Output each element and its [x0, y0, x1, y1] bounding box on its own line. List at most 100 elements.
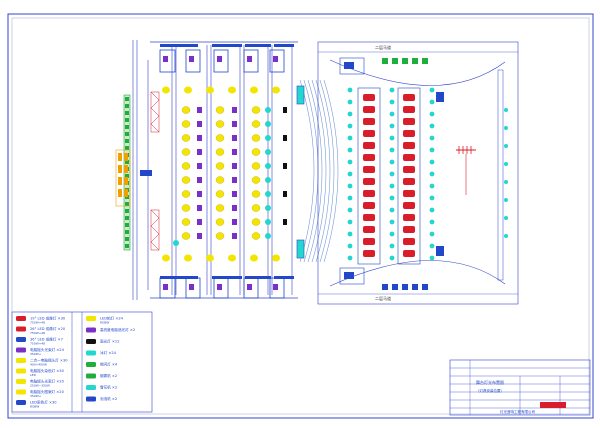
strobe-fixture: [422, 58, 428, 64]
led-fixture: [265, 135, 271, 141]
profile-spot-fixture: [403, 154, 415, 161]
beam-fixture: [232, 233, 237, 239]
ice-light-fixture: [347, 147, 353, 153]
beam-fixture: [197, 219, 202, 225]
beam-fixture: [232, 135, 237, 141]
moving-head-fixture: [228, 254, 236, 262]
profile-spot-fixture: [363, 190, 375, 197]
ice-light-fixture: [347, 243, 353, 249]
ice-light-fixture: [429, 243, 435, 249]
moving-head-fixture: [215, 232, 225, 240]
yellow-fixture-icon: [16, 368, 26, 374]
ice-light-fixture: [347, 87, 353, 93]
ice-light-fixture: [347, 171, 353, 177]
strobe-fixture: [125, 174, 129, 178]
profile-spot-fixture: [403, 166, 415, 173]
legend-label: LED染色灯 ×30: [30, 400, 57, 405]
profile-spot-fixture: [403, 202, 415, 209]
beam-fixture: [197, 205, 202, 211]
beam-fixture: [232, 219, 237, 225]
legend-label: 电脑摇头光束灯 ×24: [30, 347, 65, 352]
moving-head-fixture: [215, 120, 225, 128]
ice-light-fixture: [504, 180, 508, 184]
purple-fixture-icon: [16, 347, 26, 353]
ice-light-fixture: [429, 87, 435, 93]
profile-spot-fixture: [363, 178, 375, 185]
face-light-fixture: [283, 135, 287, 141]
moving-head-fixture: [251, 190, 261, 198]
legend-sublabel: RGBW: [30, 405, 39, 409]
legend-label: 频闪灯 ×4: [100, 362, 118, 367]
beam-fixture: [232, 149, 237, 155]
legend-sublabel: 350W+: [30, 352, 42, 356]
ice-light-fixture: [504, 126, 508, 130]
legend-label: 电脑摇头光束灯 ×20: [30, 379, 65, 384]
legend-sublabel: 750W+48: [30, 331, 45, 335]
project-title: 舞台灯光布置图: [476, 379, 504, 385]
ice-light-fixture: [347, 159, 353, 165]
led-fixture: [265, 163, 271, 169]
strobe-fixture: [125, 230, 129, 234]
face-light-fixture: [283, 163, 287, 169]
legend-sublabel: 250W~350W: [30, 384, 50, 388]
ice-light-fixture: [429, 255, 435, 261]
profile-spot-fixture: [403, 238, 415, 245]
beam-fixture: [197, 107, 202, 113]
legend-label: 面光灯 ×12: [100, 339, 120, 344]
purple-fixture-icon: [86, 327, 96, 333]
face-light-fixture: [283, 191, 287, 197]
ice-light-fixture: [389, 99, 395, 105]
strobe-fixture: [392, 58, 398, 64]
company-name: 灯光音响工程有限公司: [500, 409, 535, 414]
bottom-walkway-label: 二层马道: [375, 295, 391, 301]
moving-head-fixture: [215, 218, 225, 226]
strobe-fixture: [125, 223, 129, 227]
follow-spot-fixture: [436, 246, 444, 256]
ice-light-fixture: [429, 111, 435, 117]
moving-head-fixture: [181, 190, 191, 198]
ice-light-fixture: [429, 99, 435, 105]
ice-light-fixture: [429, 183, 435, 189]
ice-light-fixture: [429, 195, 435, 201]
strobe-fixture: [125, 111, 129, 115]
moving-head-fixture: [251, 204, 261, 212]
beam-fixture: [232, 107, 237, 113]
profile-spot-fixture: [403, 142, 415, 149]
moving-head-fixture: [206, 86, 214, 94]
ice-light-fixture: [504, 234, 508, 238]
profile-spot-fixture: [363, 238, 375, 245]
moving-head-fixture: [250, 86, 258, 94]
moving-head-fixture: [228, 86, 236, 94]
strobe-fixture: [412, 58, 418, 64]
ice-light-fixture: [347, 231, 353, 237]
profile-spot-fixture: [363, 118, 375, 125]
ice-light-fixture: [429, 147, 435, 153]
auditorium-zone: [115, 40, 339, 300]
moving-head-fixture: [251, 176, 261, 184]
beam-fixture: [232, 177, 237, 183]
led-fixture: [265, 177, 271, 183]
ice-light-fixture: [389, 171, 395, 177]
strobe-fixture: [402, 58, 408, 64]
beam-fixture: [197, 135, 202, 141]
green-fixture-icon: [86, 373, 96, 379]
led-wash-fixture: [422, 284, 428, 290]
ice-light-fixture: [389, 87, 395, 93]
drawing-border: [7, 13, 594, 419]
legend-label: 19° LED 成像灯 ×30: [30, 316, 66, 321]
moving-head-fixture: [250, 254, 258, 262]
moving-head-fixture: [272, 86, 280, 94]
ice-light-fixture: [347, 183, 353, 189]
legend-sublabel: RGBW: [100, 321, 109, 325]
led-wash-fixture: [392, 284, 398, 290]
cyan-fixture-icon: [86, 385, 96, 390]
led-fixture: [265, 205, 271, 211]
legend-sublabel: 750W+48: [30, 321, 45, 325]
legend-label: 26° LED 成像灯 ×20: [30, 326, 66, 331]
profile-spot-fixture: [403, 214, 415, 221]
ice-light-fixture: [429, 135, 435, 141]
moving-head-fixture: [181, 218, 191, 226]
ice-light-fixture: [389, 147, 395, 153]
led-fixture: [265, 121, 271, 127]
